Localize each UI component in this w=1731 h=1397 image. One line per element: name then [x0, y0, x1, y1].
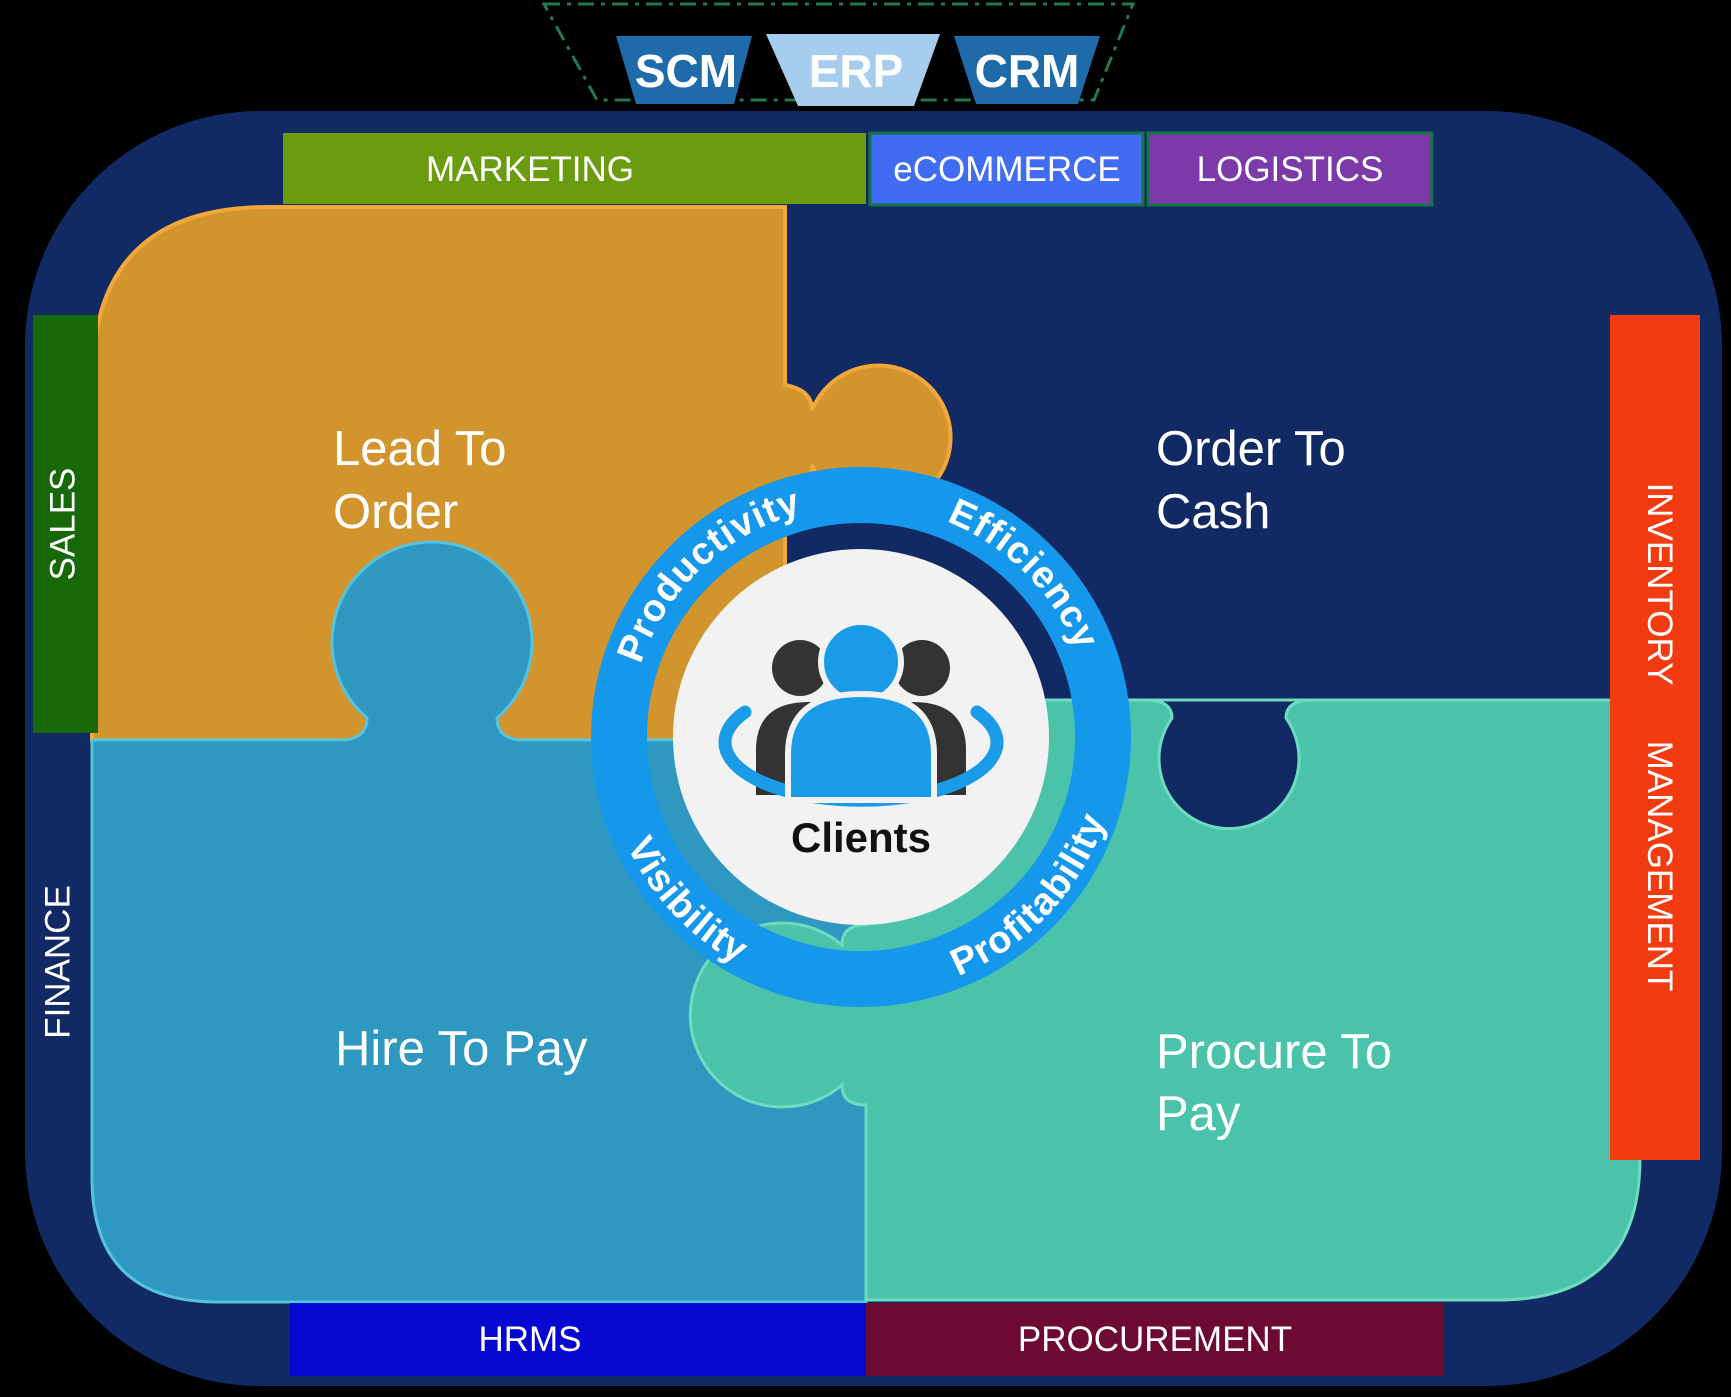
inventory-management-bar [1610, 315, 1700, 1160]
clients-icon-left-head [772, 640, 828, 696]
clients-icon [718, 619, 1004, 807]
procurement-bar [866, 1303, 1443, 1376]
scm-label: SCM [635, 45, 737, 97]
procure-to-pay-label-line2: Pay [1156, 1087, 1241, 1141]
lead-to-order-label-line1: Lead To [333, 422, 507, 476]
erp-trapezoid [766, 34, 940, 106]
clients-icon-center-head [818, 619, 904, 705]
ecommerce-bar [868, 131, 1145, 207]
finance-label: FINANCE [38, 885, 77, 1039]
hire-to-pay-label: Hire To Pay [335, 1022, 588, 1076]
hrms-bar [290, 1303, 866, 1376]
benefits-ring [591, 467, 1131, 1007]
marketing-label: MARKETING [426, 150, 634, 189]
lead-to-order-label-line2: Order [333, 485, 458, 539]
procurement-label: PROCUREMENT [1018, 1320, 1292, 1359]
sales-label: SALES [43, 468, 82, 581]
marketing-bar [283, 133, 866, 204]
inventory-management-label: INVENTORY MANAGEMENT [1640, 483, 1679, 992]
logistics-bar [1146, 131, 1434, 207]
clients-icon-center-body [785, 690, 937, 803]
ecommerce-label: eCOMMERCE [893, 150, 1121, 189]
order-to-cash-label-line1: Order To [1156, 422, 1346, 476]
logistics-label: LOGISTICS [1197, 150, 1384, 189]
crm-trapezoid [954, 36, 1100, 104]
clients-label: Clients [791, 814, 931, 861]
scm-trapezoid [616, 36, 752, 104]
order-to-cash-label-line2: Cash [1156, 485, 1270, 539]
clients-icon-right-head [894, 640, 950, 696]
crm-label: CRM [975, 45, 1080, 97]
funnel-dashed-outline [541, 2, 1136, 102]
puzzle-piece-hire-to-pay [90, 540, 868, 1304]
puzzle-tab-order-to-cash [1144, 698, 1314, 831]
erp-label: ERP [809, 45, 904, 97]
hrms-label: HRMS [478, 1320, 581, 1359]
procure-to-pay-label-line1: Procure To [1156, 1025, 1392, 1079]
sales-bar [33, 315, 98, 733]
